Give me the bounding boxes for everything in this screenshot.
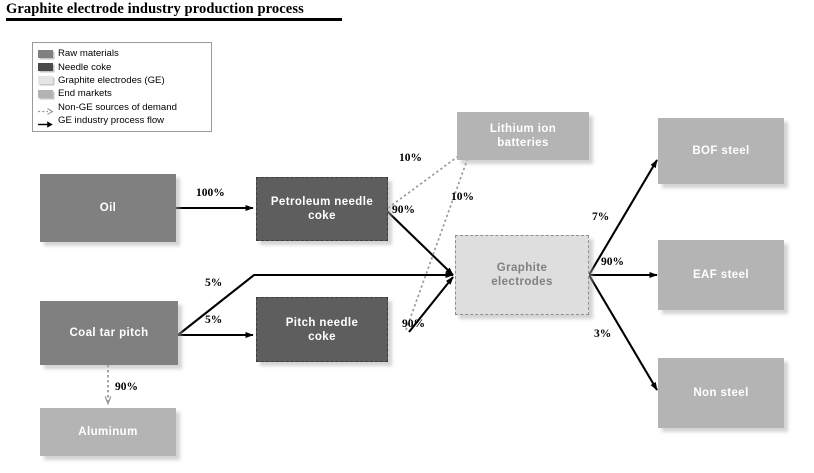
swatch-end-markets [38, 89, 53, 98]
solid-arrow-icon [38, 116, 53, 128]
flow-label-ctp-to-aluminum: 90% [115, 381, 138, 393]
node-label: EAF steel [692, 269, 749, 281]
node-label: Lithium ion batteries [489, 123, 557, 149]
page-title: Graphite electrode industry production p… [6, 1, 304, 17]
flow-label-pnc-to-ge: 90% [392, 204, 415, 216]
node-non-steel[interactable]: Non steel [658, 358, 784, 428]
node-label: Graphite electrodes [491, 262, 553, 288]
node-graphite-electrodes[interactable]: Graphite electrodes [455, 235, 589, 315]
flow-label-ge-to-bof: 7% [592, 211, 610, 223]
flow-label-ctp-to-pitchnc: 5% [205, 314, 223, 326]
legend-item-label: Graphite electrodes (GE) [58, 74, 165, 86]
flow-label-pitchnc-to-ge: 90% [402, 318, 425, 330]
legend-item-ge-process-flow: GE industry process flow [38, 114, 207, 128]
node-label: Pitch needle coke [285, 316, 359, 343]
swatch-needle-coke [38, 63, 53, 72]
node-label: Oil [99, 202, 117, 214]
legend-item-label: Raw materials [58, 48, 119, 60]
legend-item-label: Needle coke [58, 61, 112, 73]
node-coal-tar-pitch[interactable]: Coal tar pitch [40, 301, 178, 365]
node-label: Non steel [693, 387, 749, 399]
flow-label-oil-to-pnc: 100% [196, 187, 225, 199]
node-aluminum[interactable]: Aluminum [40, 408, 176, 456]
legend-item-end-markets: End markets [38, 87, 207, 100]
legend-item-label: GE industry process flow [58, 115, 165, 127]
node-label: BOF steel [692, 145, 750, 157]
swatch-raw-materials [38, 49, 53, 58]
legend-item-needle-coke: Needle coke [38, 60, 207, 73]
node-label: Aluminum [78, 426, 138, 438]
flow-label-ge-to-eaf: 90% [601, 256, 624, 268]
legend-item-non-ge-demand: Non-GE sources of demand [38, 101, 207, 115]
node-petroleum-needle-coke[interactable]: Petroleum needle coke [256, 177, 388, 241]
flow-label-pnc-to-lithium: 10% [399, 152, 422, 164]
legend-item-graphite-electrodes: Graphite electrodes (GE) [38, 74, 207, 87]
flow-pnc-to-ge [386, 210, 454, 276]
swatch-graphite-electrodes [38, 76, 53, 85]
legend-item-label: Non-GE sources of demand [58, 101, 177, 113]
node-bof-steel[interactable]: BOF steel [658, 118, 784, 184]
dotted-arrow-icon [38, 103, 54, 115]
flow-label-ctp-to-ge: 5% [205, 277, 223, 289]
legend-item-raw-materials: Raw materials [38, 47, 207, 60]
legend-item-label: End markets [58, 88, 112, 100]
node-oil[interactable]: Oil [40, 174, 176, 242]
node-eaf-steel[interactable]: EAF steel [658, 240, 784, 310]
node-label: Coal tar pitch [69, 327, 149, 339]
node-label: Petroleum needle coke [270, 196, 374, 222]
title-underline [6, 18, 342, 21]
legend: Raw materials Needle coke Graphite elect… [32, 42, 212, 133]
node-lithium-ion-batteries[interactable]: Lithium ion batteries [457, 112, 589, 160]
node-pitch-needle-coke[interactable]: Pitch needle coke [256, 297, 388, 362]
flow-label-ge-to-nonsteel: 3% [594, 328, 612, 340]
flow-label-pitchnc-to-lithium: 10% [451, 191, 474, 203]
